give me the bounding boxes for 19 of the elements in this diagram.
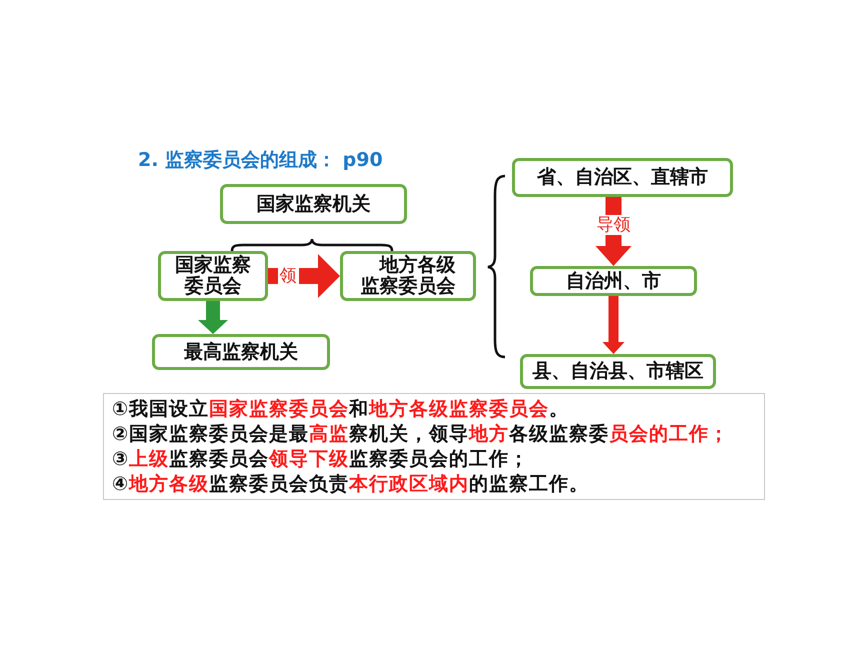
note-text: ①我国设立国家监察委员会和地方各级监察委员会。: [112, 396, 570, 422]
note-text: ③上级监察委员会领导下级监察委员会的工作；: [112, 446, 530, 472]
text-box: 地方各级监察委员会: [340, 251, 476, 301]
arrow: [602, 296, 624, 354]
title: 2. 监察委员会的组成： p90: [138, 148, 383, 172]
text-box: 国家监察委员会: [158, 251, 268, 301]
arrow: [596, 197, 632, 266]
edge-label: 领: [278, 266, 299, 286]
note-text: ④地方各级监察委员会负责本行政区域内的监察工作。: [112, 472, 590, 496]
text-box: 省、自治区、直辖市: [512, 158, 733, 197]
arrow: [198, 301, 228, 334]
arrow: [268, 254, 340, 298]
note-text: ②国家监察委员会是最高监察机关，领导地方各级监察委员会的工作；: [112, 422, 730, 446]
note-panel: [103, 393, 765, 500]
edge-label: 导领: [594, 214, 632, 235]
text-box: 自治州、市: [530, 266, 697, 296]
text-box: 县、自治县、市辖区: [520, 354, 716, 389]
text-box: 最高监察机关: [152, 334, 330, 370]
text-box: 国家监察机关: [220, 184, 407, 224]
